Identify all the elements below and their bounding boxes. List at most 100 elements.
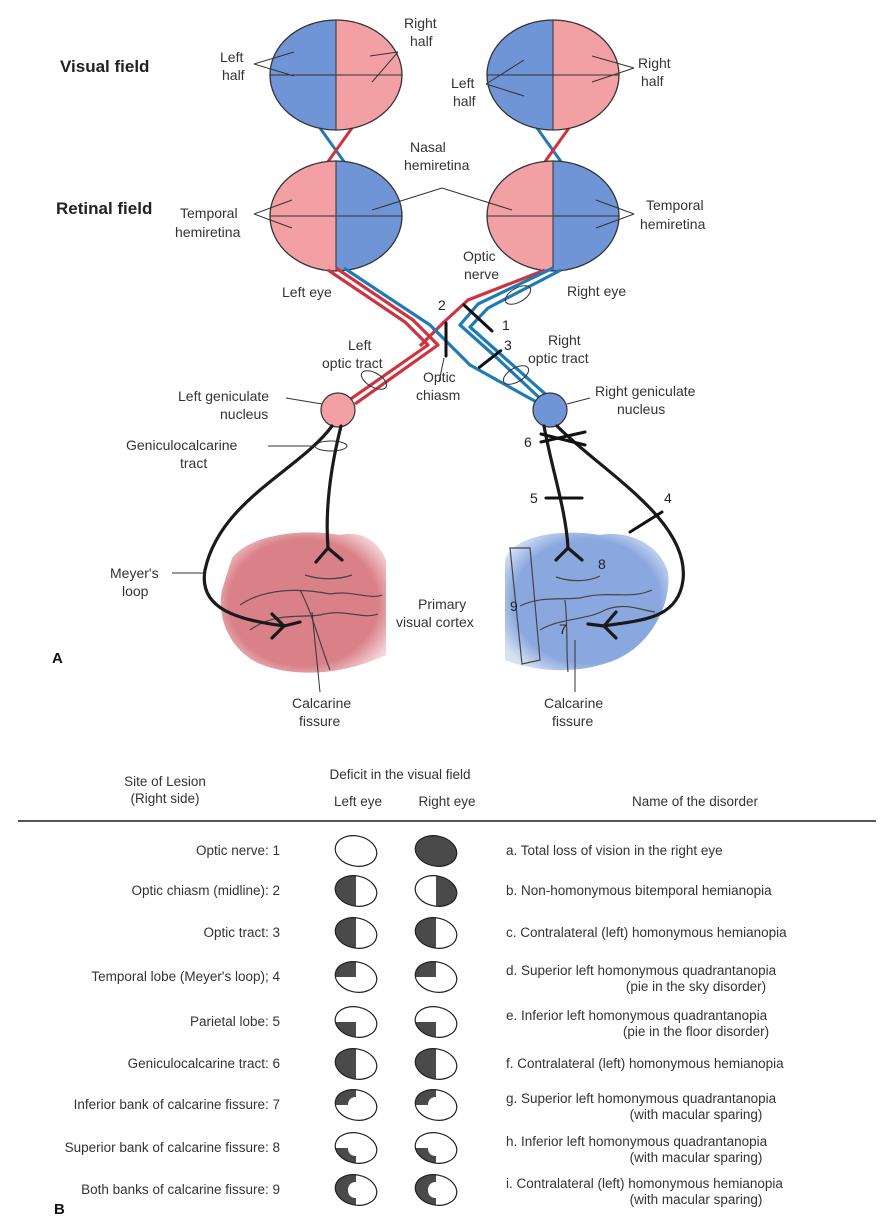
disorder-name-line1: b. Non-homonymous bitemporal hemianopia [506, 883, 772, 898]
lesion-number-3: 3 [504, 337, 512, 353]
right-tract-label-1: Right [548, 332, 581, 348]
disorder-name: e. Inferior left homonymous quadrantanop… [506, 1008, 886, 1040]
right-eye-deficit-icon [412, 1172, 460, 1213]
disorder-name: a. Total loss of vision in the right eye [506, 843, 886, 859]
table-row: Geniculocalcarine tract: 6 f. Contralater… [0, 1046, 896, 1086]
right-eye-deficit-icon [412, 1046, 460, 1087]
calcarine-label-left-1: Calcarine [292, 695, 351, 711]
right-eye-deficit-icon [412, 1130, 460, 1171]
lesion-number-5: 5 [530, 490, 538, 506]
right-geniculate-nucleus [532, 392, 568, 428]
right-geniculate-label-1: Right geniculate [595, 383, 696, 399]
lesion-number-9: 9 [510, 598, 518, 614]
site-of-lesion-header: Site of Lesion (Right side) [80, 773, 250, 807]
calcarine-label-right-1: Calcarine [544, 695, 603, 711]
right-eye-visual-field [486, 19, 620, 131]
lesion-number-7: 7 [559, 621, 567, 637]
left-eye-deficit-icon [332, 1004, 380, 1045]
lens-crossing-fibers [318, 127, 571, 164]
lesion-number-4: 4 [664, 490, 672, 506]
visual-field-label: Visual field [60, 57, 149, 76]
left-geniculate-nucleus [320, 392, 356, 428]
primary-cortex-label-1: Primary [418, 596, 466, 612]
optic-chiasm-label-2: chiasm [416, 387, 460, 403]
disorder-name: b. Non-homonymous bitemporal hemianopia [506, 883, 886, 899]
left-half-label-a1: Left [220, 49, 243, 65]
left-geniculate-label-1: Left geniculate [178, 388, 269, 404]
disorder-name-line2: (with macular sparing) [629, 1150, 763, 1165]
left-eye-deficit-icon [332, 1130, 380, 1171]
lesion-site-label: Geniculocalcarine tract: 6 [127, 1056, 280, 1071]
left-eye-header: Left eye [333, 794, 383, 809]
left-tract-label-1: Left [348, 337, 371, 353]
lesion-site-label: Optic chiasm (midline): 2 [131, 883, 280, 898]
disorder-name-line2: (pie in the sky disorder) [625, 979, 767, 994]
visual-pathway-diagram: Visual field Retinal field [52, 15, 706, 729]
left-eye-label: Left eye [282, 284, 332, 300]
temporal-label-l2: hemiretina [175, 224, 241, 240]
disorder-name-line1: f. Contralateral (left) homonymous hemia… [506, 1056, 784, 1071]
left-geniculate-label-2: nucleus [220, 406, 268, 422]
lesion-markers [444, 303, 664, 534]
left-eye-deficit-icon [332, 873, 380, 914]
disorder-name-header: Name of the disorder [631, 794, 759, 809]
table-row: Temporal lobe (Meyer's loop); 4 d. Superi… [0, 959, 896, 999]
nasal-label-1: Nasal [410, 139, 446, 155]
nasal-label-2: hemiretina [404, 157, 470, 173]
left-eye-deficit-icon [332, 1087, 380, 1128]
disorder-name: g. Superior left homonymous quadrantanop… [506, 1091, 886, 1123]
table-row: Superior bank of calcarine fissure: 8 h. … [0, 1130, 896, 1170]
lesion-number-6: 6 [524, 434, 532, 450]
lesion-site-label: Temporal lobe (Meyer's loop); 4 [91, 969, 280, 984]
left-eye-retinal-field [269, 160, 403, 272]
table-row: Optic nerve: 1 a. Total loss of vision in… [0, 833, 896, 873]
right-geniculate-label-2: nucleus [617, 401, 665, 417]
right-eye-deficit-icon [412, 915, 460, 956]
site-header-line1: Site of Lesion [124, 774, 206, 789]
lesion-number-1: 1 [502, 317, 510, 333]
left-half-label-b2: half [453, 93, 476, 109]
right-half-label-a2: half [410, 33, 433, 49]
meyers-loop-label-1: Meyer's [110, 565, 159, 581]
lesion-number-2: 2 [438, 297, 446, 313]
disorder-name-line1: d. Superior left homonymous quadrantanop… [506, 963, 777, 978]
left-eye-deficit-icon [332, 833, 380, 874]
label-pointers [253, 51, 635, 229]
header-rule [18, 820, 876, 822]
right-half-label-a1: Right [404, 15, 437, 31]
lesion-site-label: Optic nerve: 1 [195, 843, 280, 858]
right-half-label-b2: half [641, 73, 664, 89]
disorder-name-line1: e. Inferior left homonymous quadrantanop… [506, 1008, 768, 1023]
meyers-loop-label-2: loop [122, 583, 149, 599]
site-header-line2: (Right side) [130, 791, 200, 806]
optic-chiasm-label-1: Optic [423, 369, 456, 385]
calcarine-label-left-2: fissure [299, 713, 340, 729]
right-half-label-b1: Right [638, 55, 671, 71]
disorder-name-line2: (pie in the floor disorder) [622, 1024, 770, 1039]
disorder-name-line2: (with macular sparing) [629, 1107, 763, 1122]
temporal-label-r1: Temporal [646, 197, 704, 213]
disorder-name: d. Superior left homonymous quadrantanop… [506, 963, 886, 995]
optic-nerve-label-2: nerve [464, 266, 499, 282]
deficit-header: Deficit in the visual field [329, 767, 471, 782]
temporal-label-l1: Temporal [180, 205, 238, 221]
disorder-name: h. Inferior left homonymous quadrantanop… [506, 1134, 886, 1166]
left-eye-deficit-icon [332, 915, 380, 956]
left-half-label-b1: Left [451, 75, 474, 91]
disorder-name: f. Contralateral (left) homonymous hemia… [506, 1056, 886, 1072]
primary-cortex-label-2: visual cortex [396, 614, 474, 630]
panel-label-a: A [52, 650, 63, 667]
left-visual-cortex [220, 532, 386, 673]
panel-label-b: B [54, 1201, 65, 1218]
lesion-site-label: Both banks of calcarine fissure: 9 [81, 1182, 280, 1197]
disorder-name-line1: c. Contralateral (left) homonymous hemia… [506, 925, 787, 940]
right-eye-retinal-field [486, 160, 620, 272]
disorder-name-line1: h. Inferior left homonymous quadrantanop… [506, 1134, 768, 1149]
left-half-label-a2: half [222, 67, 245, 83]
lesion-number-8: 8 [598, 556, 606, 572]
lesion-site-label: Superior bank of calcarine fissure: 8 [64, 1140, 280, 1155]
left-eye-deficit-icon [332, 1172, 380, 1213]
